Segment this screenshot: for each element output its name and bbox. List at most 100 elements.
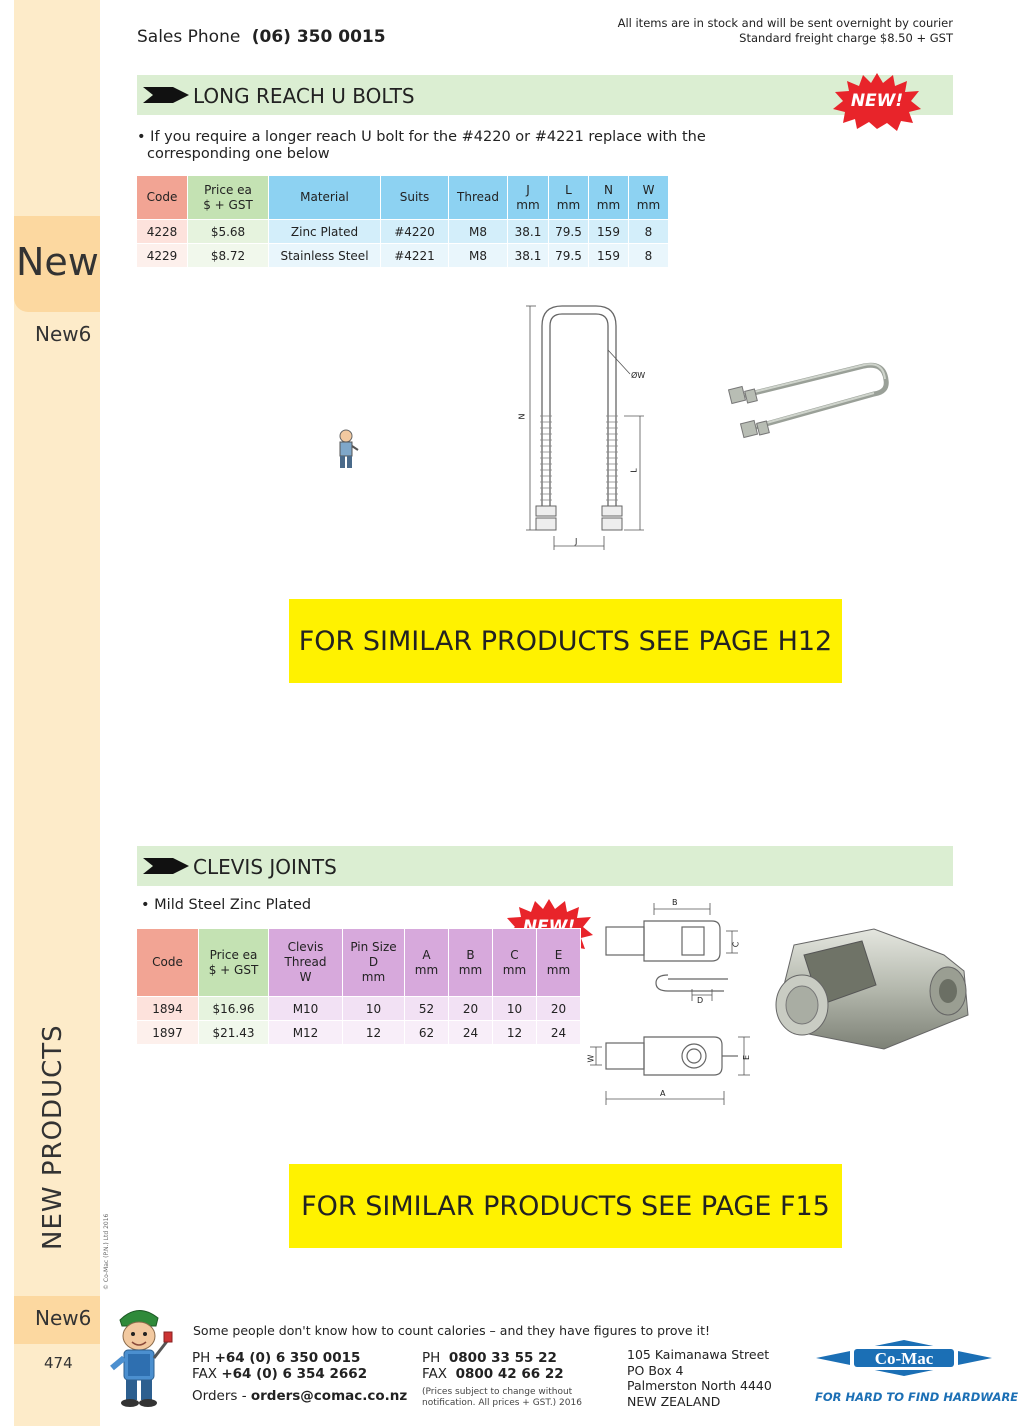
cell-code: 1894 <box>136 996 199 1021</box>
orders-email[interactable]: orders@comac.co.nz <box>250 1388 408 1404</box>
footer-address: 105 Kaimanawa Street PO Box 4 Palmerston… <box>627 1347 772 1409</box>
diagram-label-w: ØW <box>631 371 646 380</box>
col-thread: Thread <box>448 175 508 220</box>
section-bullet: • If you require a longer reach U bolt f… <box>137 129 706 163</box>
cell-b: 24 <box>448 1020 493 1045</box>
fax2-label: FAX <box>422 1366 448 1382</box>
ph-label: PH <box>192 1350 211 1366</box>
new-badge: NEW! <box>831 71 923 131</box>
cell-n: 159 <box>588 219 629 244</box>
bullet-line-1: • If you require a longer reach U bolt f… <box>137 129 706 145</box>
cell-a: 62 <box>404 1020 449 1045</box>
comac-logo: Co-Mac <box>816 1340 992 1376</box>
fax-number[interactable]: +64 (0) 6 354 2662 <box>221 1366 368 1382</box>
footer-contact-freephone: PH 0800 33 55 22 FAX 0800 42 66 22 (Pric… <box>422 1350 582 1409</box>
cell-c: 10 <box>492 996 537 1021</box>
cell-pin-size: 10 <box>342 996 405 1021</box>
cell-j: 38.1 <box>507 243 549 268</box>
cell-j: 38.1 <box>507 219 549 244</box>
cell-material: Stainless Steel <box>268 243 381 268</box>
u-bolt-photo <box>728 362 889 439</box>
col-price: Price ea$ + GST <box>187 175 269 220</box>
cell-suits: #4221 <box>380 243 449 268</box>
diagram-label-e: E <box>742 1054 752 1061</box>
footer-contact-intl: PH +64 (0) 6 350 0015 FAX +64 (0) 6 354 … <box>192 1350 407 1404</box>
u-bolt-diagram <box>526 305 644 550</box>
cell-l: 79.5 <box>548 243 589 268</box>
tagline: FOR HARD TO FIND HARDWARE <box>815 1390 1019 1404</box>
cell-thread: M10 <box>268 996 343 1021</box>
address-line: NEW ZEALAND <box>627 1393 721 1409</box>
u-bolt-spec-table: Code Price ea$ + GST Material Suits Thre… <box>136 175 669 268</box>
address-line: 105 Kaimanawa Street <box>627 1347 770 1362</box>
see-page-f15[interactable]: FOR SIMILAR PRODUCTS SEE PAGE F15 <box>289 1164 842 1248</box>
logo-text: Co-Mac <box>875 1349 934 1368</box>
sales-phone: Sales Phone (06) 350 0015 <box>137 27 386 47</box>
section-title: CLEVIS JOINTS <box>193 855 337 879</box>
diagram-label-d: D <box>697 996 704 1005</box>
table-row: 1897 $21.43 M12 12 62 24 12 24 <box>136 1020 581 1045</box>
starburst-icon <box>833 73 921 131</box>
cell-n: 159 <box>588 243 629 268</box>
sidebar-section-code-bottom: New6 <box>35 1306 92 1330</box>
clevis-diagram <box>590 903 750 1105</box>
diagram-label-n: N <box>517 413 527 420</box>
cell-pin-size: 12 <box>342 1020 405 1045</box>
sidebar-vertical-label: NEW PRODUCTS <box>38 1024 68 1250</box>
section-title: LONG REACH U BOLTS <box>193 84 415 108</box>
cell-l: 79.5 <box>548 219 589 244</box>
sales-phone-number[interactable]: (06) 350 0015 <box>251 27 386 47</box>
sales-phone-label: Sales Phone <box>137 27 241 47</box>
clevis-photo <box>775 928 969 1050</box>
price-note-line-2: notification. All prices + GST.) 2016 <box>422 1398 582 1408</box>
new-badge-text: NEW! <box>850 91 904 111</box>
stock-line-2: Standard freight charge $8.50 + GST <box>739 31 953 45</box>
sidebar-bottom-tab <box>14 1296 100 1344</box>
diagram-label-a: A <box>660 1089 666 1098</box>
ph2-label: PH <box>422 1350 441 1366</box>
stock-line-1: All items are in stock and will be sent … <box>617 16 953 30</box>
sidebar-new-label: New <box>16 240 99 284</box>
ph2-number[interactable]: 0800 33 55 22 <box>448 1350 557 1366</box>
col-code: Code <box>136 928 199 997</box>
diagram-label-l: L <box>629 468 639 473</box>
address-line: Palmerston North 4440 <box>627 1378 772 1393</box>
cell-thread: M12 <box>268 1020 343 1045</box>
table-row: 4229 $8.72 Stainless Steel #4221 M8 38.1… <box>136 243 669 268</box>
cell-code: 1897 <box>136 1020 199 1045</box>
cell-a: 52 <box>404 996 449 1021</box>
cell-b: 20 <box>448 996 493 1021</box>
arrow-icon <box>143 87 189 103</box>
ph-number[interactable]: +64 (0) 6 350 0015 <box>214 1350 361 1366</box>
copyright-note: © Co-Mac (P.N.) Ltd 2016 <box>103 1213 110 1290</box>
table-row: 1894 $16.96 M10 10 52 20 10 20 <box>136 996 581 1021</box>
section-banner-clevis: CLEVIS JOINTS <box>137 846 953 886</box>
fax2-number[interactable]: 0800 42 66 22 <box>455 1366 564 1382</box>
bullet-line-2: corresponding one below <box>147 146 330 162</box>
cell-c: 12 <box>492 1020 537 1045</box>
cell-price: $8.72 <box>187 243 269 268</box>
stock-note: All items are in stock and will be sent … <box>618 16 953 46</box>
col-suits: Suits <box>380 175 449 220</box>
sidebar-new-tab <box>14 216 100 312</box>
col-code: Code <box>136 175 188 220</box>
col-material: Material <box>268 175 381 220</box>
cell-code: 4228 <box>136 219 188 244</box>
table-row: 4228 $5.68 Zinc Plated #4220 M8 38.1 79.… <box>136 219 669 244</box>
price-note-line-1: (Prices subject to change without <box>422 1387 573 1397</box>
see-page-h12[interactable]: FOR SIMILAR PRODUCTS SEE PAGE H12 <box>289 599 842 683</box>
cell-e: 24 <box>536 1020 581 1045</box>
cell-thread: M8 <box>448 243 508 268</box>
diagram-label-j: J <box>575 537 578 546</box>
cell-price: $5.68 <box>187 219 269 244</box>
arrow-icon <box>143 858 189 874</box>
